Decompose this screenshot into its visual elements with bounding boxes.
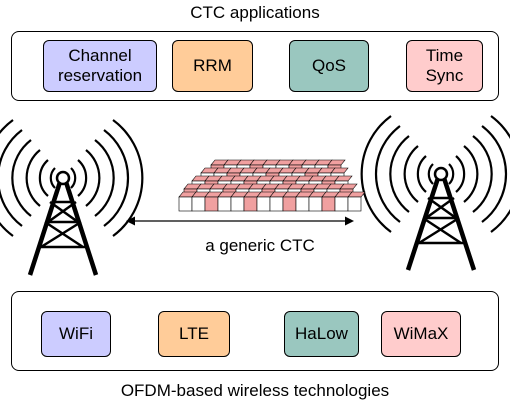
ctc-link-label: a generic CTC: [205, 236, 315, 255]
packet-side: [191, 196, 206, 212]
left-cell-tower-icon: [0, 119, 144, 276]
packet-side: [204, 196, 219, 212]
ctc-applications-group: Channel reservation RRM QoS Time Sync: [11, 31, 499, 101]
time-sync-chip: Time Sync: [406, 40, 483, 92]
packet-side: [269, 196, 284, 212]
packet-side: [334, 196, 349, 212]
packet-side: [256, 196, 271, 212]
qos-chip: QoS: [289, 40, 369, 92]
packet-side: [230, 196, 245, 212]
rrm-chip: RRM: [172, 40, 253, 92]
halow-chip: HaLow: [284, 311, 359, 357]
right-cell-tower-icon: [360, 115, 510, 271]
packet-side: [347, 196, 362, 212]
wifi-chip: WiFi: [41, 311, 111, 357]
packet-side: [295, 196, 310, 212]
packet-grid-icon: [178, 159, 366, 212]
packet-side: [321, 196, 336, 212]
channel-reservation-chip: Channel reservation: [43, 40, 157, 92]
packet-side: [243, 196, 258, 212]
packet-side: [308, 196, 323, 212]
packet-side: [217, 196, 232, 212]
wireless-technologies-group: WiFi LTE HaLow WiMaX: [11, 291, 499, 371]
wimax-chip: WiMaX: [381, 311, 461, 357]
wireless-technologies-title: OFDM-based wireless technologies: [120, 381, 390, 400]
ctc-link-arrow: [126, 216, 354, 226]
packet-side: [178, 196, 193, 212]
ctc-applications-title: CTC applications: [190, 3, 320, 22]
packet-side: [282, 196, 297, 212]
lte-chip: LTE: [158, 311, 230, 357]
